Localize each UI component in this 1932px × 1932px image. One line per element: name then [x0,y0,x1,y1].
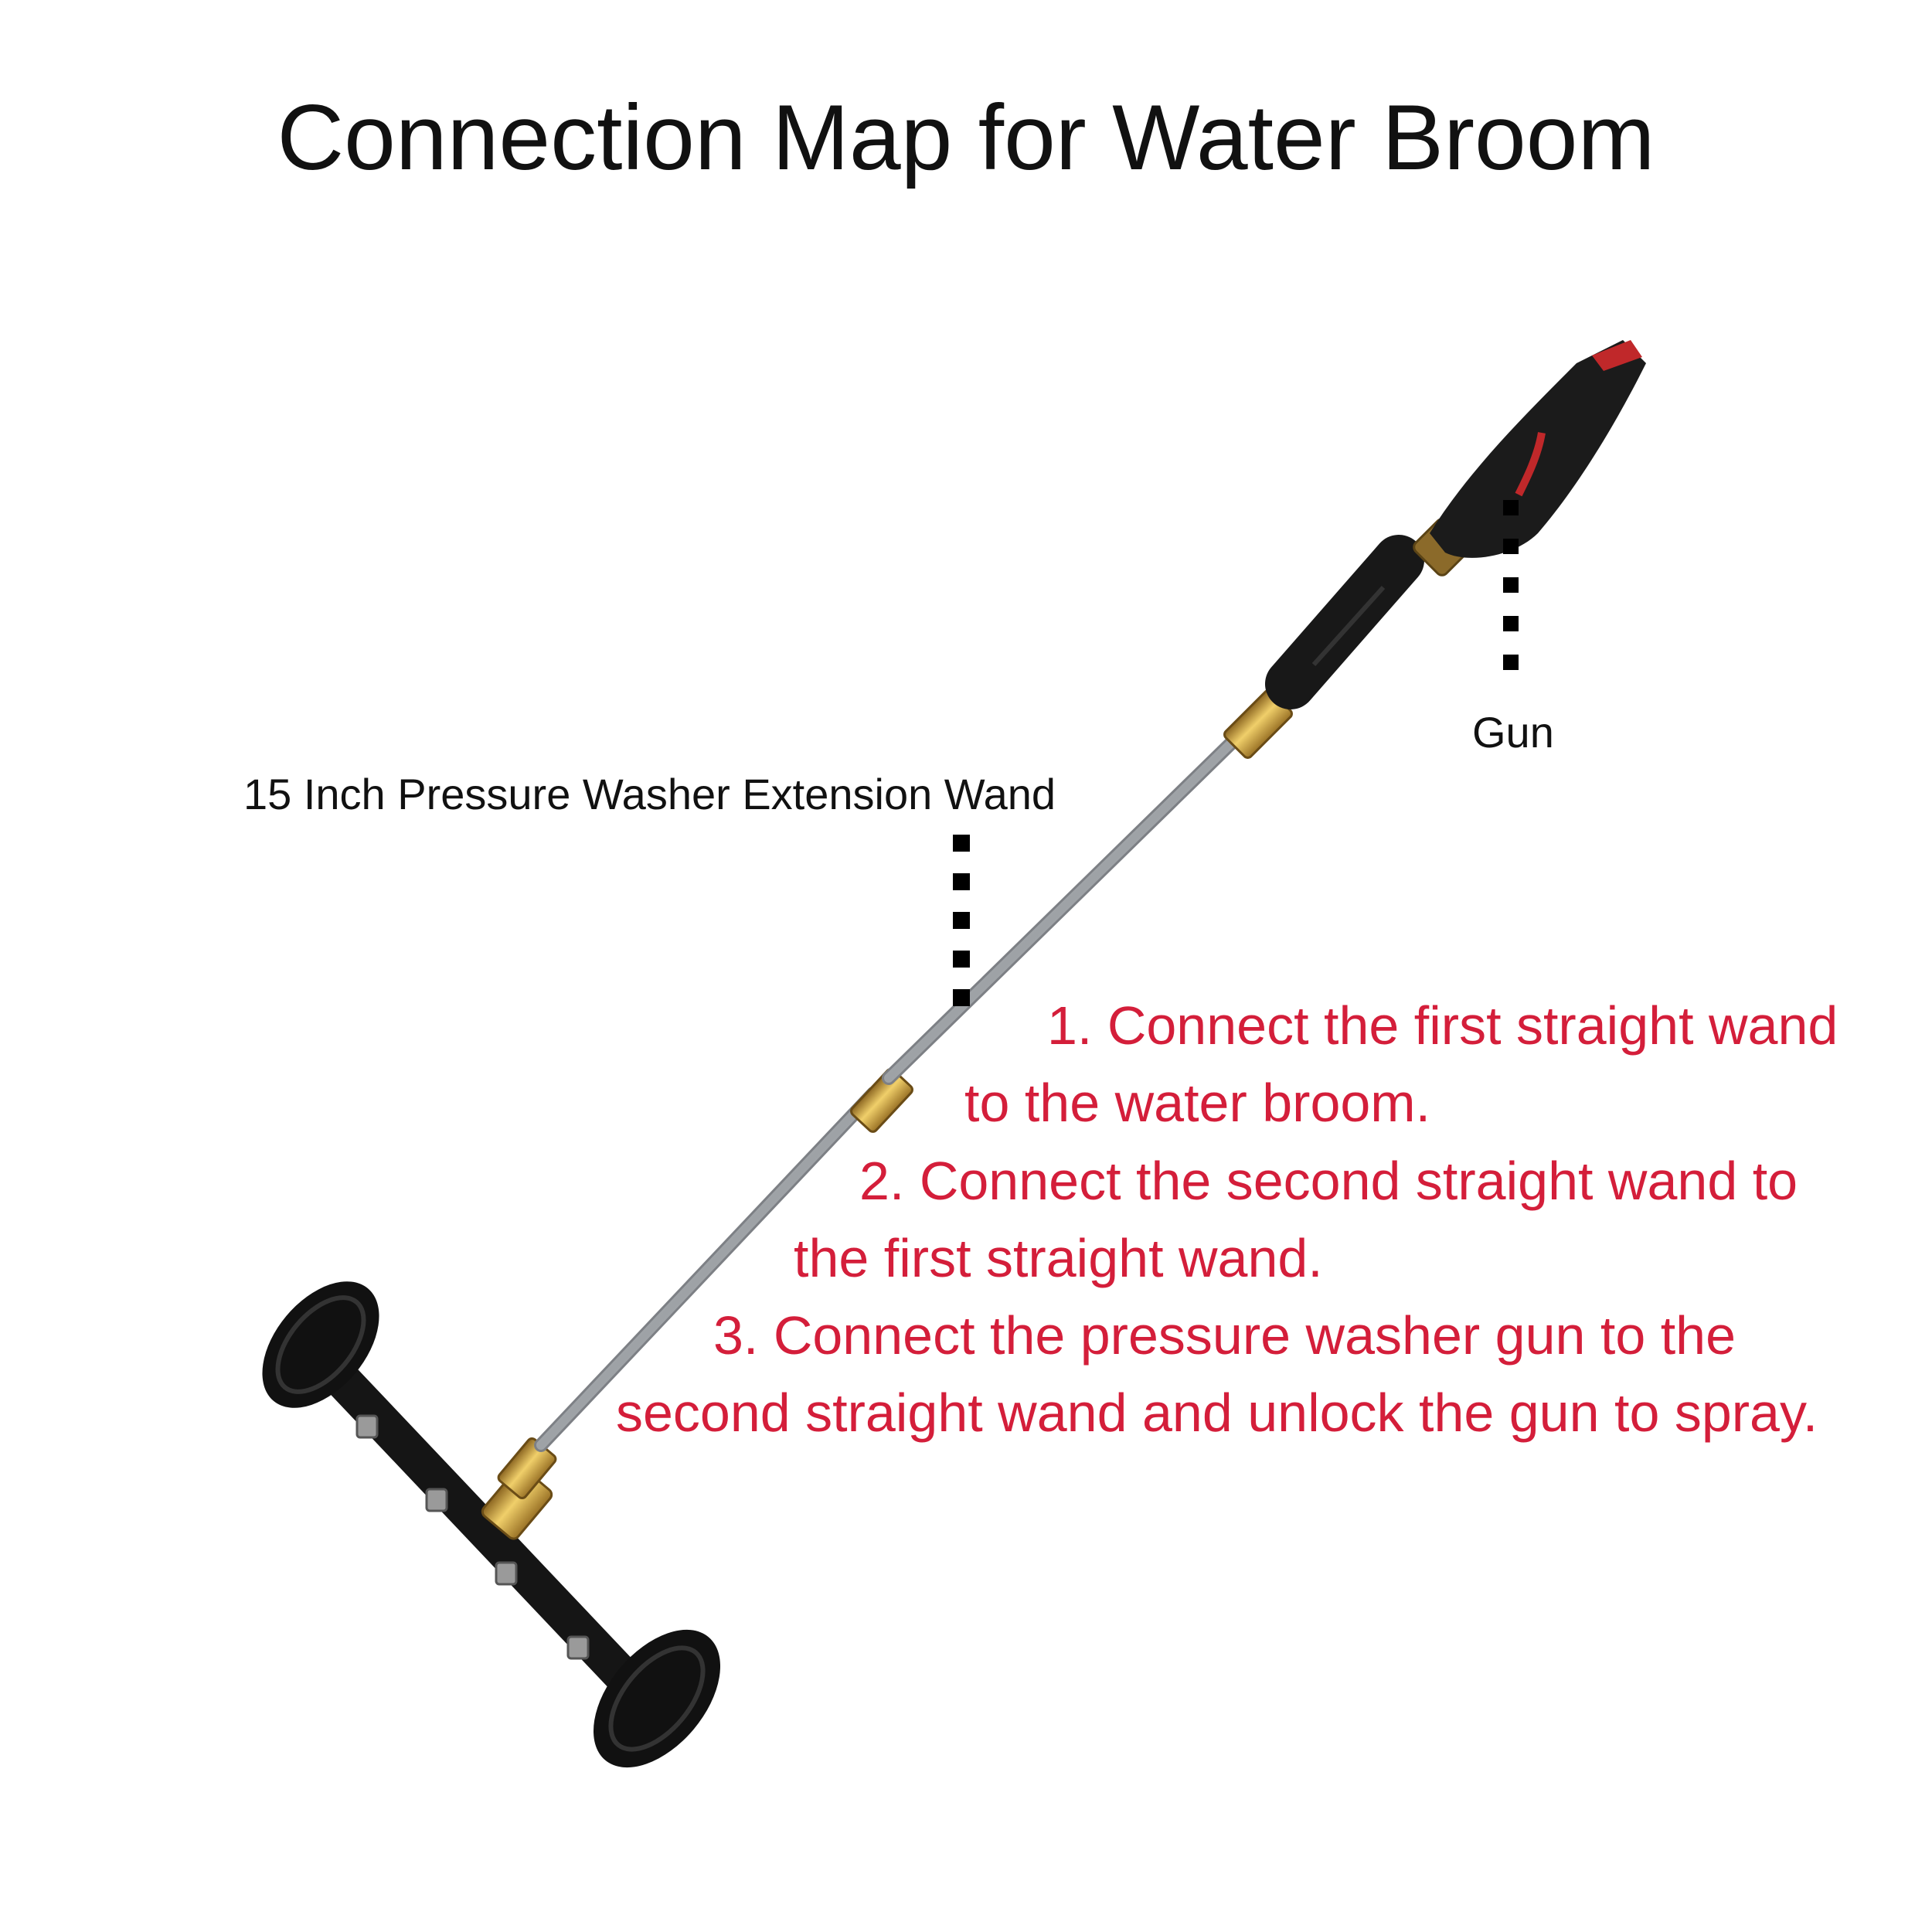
step-3-line-2: second straight wand and unlock the gun … [616,1383,1818,1443]
gun-leader-line [1503,500,1519,670]
broom-fitting-icon [481,1437,557,1540]
gun-label: Gun [1472,708,1554,757]
step-2-line-2: the first straight wand. [794,1228,1323,1288]
step-2-line-1: 2. Connect the second straight wand to [859,1151,1798,1211]
wand-leader-line [953,835,970,1006]
step-1-line-1: 1. Connect the first straight wand [1047,995,1838,1056]
water-broom-icon [262,1281,721,1768]
spray-gun-icon [1265,340,1646,709]
extension-wand-icon [534,689,1293,1452]
step-1-line-2: to the water broom. [964,1073,1431,1133]
page-title: Connection Map for Water Broom [277,86,1655,189]
wand-label: 15 Inch Pressure Washer Extension Wand [243,770,1056,818]
step-3-line-1: 3. Connect the pressure washer gun to th… [713,1305,1736,1366]
